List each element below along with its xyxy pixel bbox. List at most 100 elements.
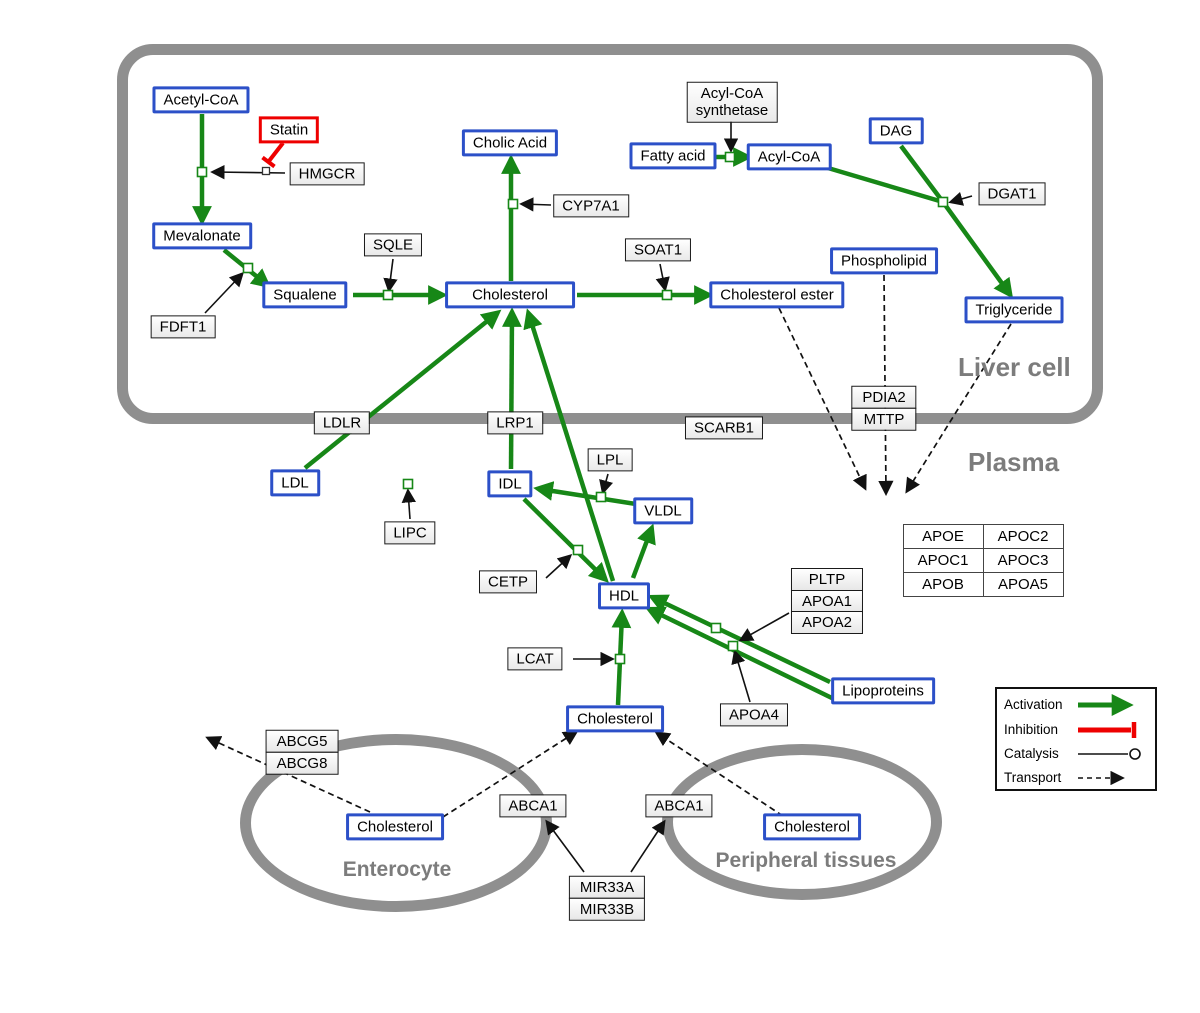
- transport-edges: [205, 274, 1012, 818]
- metabolite-lipoproteins[interactable]: Lipoproteins: [831, 677, 935, 705]
- enzyme-cyp7a1[interactable]: CYP7A1: [553, 194, 629, 218]
- receptor-ldlr[interactable]: LDLR: [313, 411, 371, 435]
- edge-cyp7a1-catalysis: [519, 197, 552, 212]
- node-label: DAG: [879, 122, 913, 140]
- protein-apoc3[interactable]: APOC3: [982, 547, 1064, 573]
- metabolite-cholesterol-enterocyte[interactable]: Cholesterol: [346, 813, 444, 841]
- metabolite-mevalonate[interactable]: Mevalonate: [152, 222, 252, 250]
- enzyme-dgat1[interactable]: DGAT1: [978, 182, 1046, 206]
- enzyme-lpl[interactable]: LPL: [587, 448, 633, 472]
- node-label: Triglyceride: [975, 301, 1053, 319]
- metabolite-squalene[interactable]: Squalene: [262, 281, 348, 309]
- metabolite-phospholipid[interactable]: Phospholipid: [830, 247, 938, 275]
- transporter-abca1-enterocyte[interactable]: ABCA1: [499, 794, 567, 818]
- edge-dgat1-catalysis: [948, 191, 973, 206]
- protein-apob[interactable]: APOB: [902, 571, 984, 597]
- node-label: Acyl-CoA: [757, 148, 821, 166]
- liver-cell-compartment: [117, 44, 1103, 424]
- edge-phospholipid-plasma: [878, 274, 894, 497]
- peripheral-tissues-label: Peripheral tissues: [715, 849, 897, 872]
- metabolite-acetyl-coa[interactable]: Acetyl-CoA: [152, 86, 250, 114]
- protein-apoa4[interactable]: APOA4: [719, 703, 789, 727]
- edge-idl-cholesterol: [502, 307, 522, 470]
- protein-pdia2[interactable]: PDIA2: [851, 385, 917, 409]
- protein-apoa5[interactable]: APOA5: [982, 571, 1064, 597]
- metabolite-hdl[interactable]: HDL: [597, 582, 651, 610]
- protein-mttp[interactable]: MTTP: [851, 407, 917, 431]
- receptor-scarb1[interactable]: SCARB1: [684, 416, 764, 440]
- node-label: SQLE: [372, 236, 414, 254]
- node-label: Cholic Acid: [472, 134, 548, 152]
- enzyme-soat1[interactable]: SOAT1: [624, 238, 692, 262]
- metabolite-dag[interactable]: DAG: [868, 117, 924, 145]
- edge-hdl-cholesterol: [523, 308, 616, 582]
- edge-lpl-catalysis: [599, 473, 614, 495]
- edge-fdft1-catalysis: [204, 271, 244, 314]
- protein-apoc2[interactable]: APOC2: [982, 523, 1064, 549]
- metabolite-vldl[interactable]: VLDL: [633, 497, 693, 525]
- enzyme-fdft1[interactable]: FDFT1: [150, 315, 216, 339]
- node-label: VLDL: [644, 502, 682, 520]
- edge-apoa4-catalysis: [731, 649, 751, 703]
- metabolite-fatty-acid[interactable]: Fatty acid: [629, 142, 717, 170]
- transporter-abcg8[interactable]: ABCG8: [265, 751, 339, 775]
- enzyme-lcat[interactable]: LCAT: [507, 647, 563, 671]
- node-label: Cholesterol: [472, 286, 548, 304]
- node-label: synthetase: [695, 102, 769, 119]
- metabolite-triglyceride[interactable]: Triglyceride: [964, 296, 1064, 324]
- node-label: ABCA1: [508, 797, 558, 815]
- node-label: CETP: [487, 573, 529, 591]
- node-label: Statin: [269, 121, 309, 139]
- metabolite-ldl[interactable]: LDL: [270, 469, 320, 497]
- metabolite-cholesterol-peripheral[interactable]: Cholesterol: [763, 813, 861, 841]
- metabolite-idl[interactable]: IDL: [487, 470, 533, 498]
- catalysis-edges: [204, 120, 973, 873]
- mirna-mir33a[interactable]: MIR33A: [568, 875, 646, 899]
- node-label: Squalene: [273, 286, 337, 304]
- transporter-abca1-peripheral[interactable]: ABCA1: [645, 794, 713, 818]
- protein-pltp[interactable]: PLTP: [790, 568, 864, 591]
- edge-hmgcr-catalysis: [210, 164, 286, 180]
- metabolite-cholic-acid[interactable]: Cholic Acid: [461, 129, 559, 157]
- node-label: SOAT1: [633, 241, 683, 259]
- protein-apoe[interactable]: APOE: [902, 523, 984, 549]
- metabolite-cholesterol-ester[interactable]: Cholesterol ester: [709, 281, 845, 309]
- edge-peripheral-cholesterol-to-plasma: [654, 731, 784, 817]
- metabolite-acyl-coa[interactable]: Acyl-CoA: [746, 143, 832, 171]
- enzyme-hmgcr[interactable]: HMGCR: [289, 162, 365, 186]
- protein-apoa2[interactable]: APOA2: [790, 611, 864, 634]
- edge-triglyceride-plasma: [905, 323, 1012, 494]
- metabolite-cholesterol-liver[interactable]: Cholesterol: [445, 281, 575, 309]
- node-label: CYP7A1: [562, 197, 620, 215]
- pdia2-mttp-stack: PDIA2 MTTP: [851, 385, 917, 431]
- node-label: DGAT1: [987, 185, 1037, 203]
- edge-dgat1junction-triglyceride: [941, 200, 1014, 299]
- node-label: LCAT: [516, 650, 554, 668]
- node-label: IDL: [498, 475, 522, 493]
- mir33-stack: MIR33A MIR33B: [568, 875, 646, 921]
- enzyme-cetp[interactable]: CETP: [478, 570, 538, 594]
- node-label: Cholesterol: [577, 710, 653, 728]
- inhibition-edge-statin-hmgcr: [261, 141, 285, 169]
- node-label: Cholesterol ester: [720, 286, 834, 304]
- legend-catalysis-circle: [1129, 748, 1141, 760]
- edge-cholesterolester-plasma: [778, 307, 867, 491]
- protein-apoa1[interactable]: APOA1: [790, 589, 864, 613]
- enzyme-lipc[interactable]: LIPC: [384, 521, 436, 545]
- drug-statin[interactable]: Statin: [258, 116, 320, 144]
- transporter-abcg5[interactable]: ABCG5: [265, 729, 339, 753]
- metabolite-cholesterol-plasma[interactable]: Cholesterol: [566, 705, 664, 733]
- node-label: Mevalonate: [163, 227, 241, 245]
- node-label: SCARB1: [693, 419, 755, 437]
- node-label: LDL: [281, 474, 309, 492]
- node-label: LIPC: [393, 524, 427, 542]
- enzyme-sqle[interactable]: SQLE: [363, 233, 423, 257]
- protein-apoc1[interactable]: APOC1: [902, 547, 984, 573]
- edge-sqle-catalysis: [383, 258, 398, 293]
- activation-edges: [192, 114, 1014, 706]
- mirna-mir33b[interactable]: MIR33B: [568, 897, 646, 921]
- receptor-lrp1[interactable]: LRP1: [487, 411, 543, 435]
- apolipoprotein-table: APOE APOC2 APOC1 APOC3 APOB APOA5: [902, 523, 1064, 597]
